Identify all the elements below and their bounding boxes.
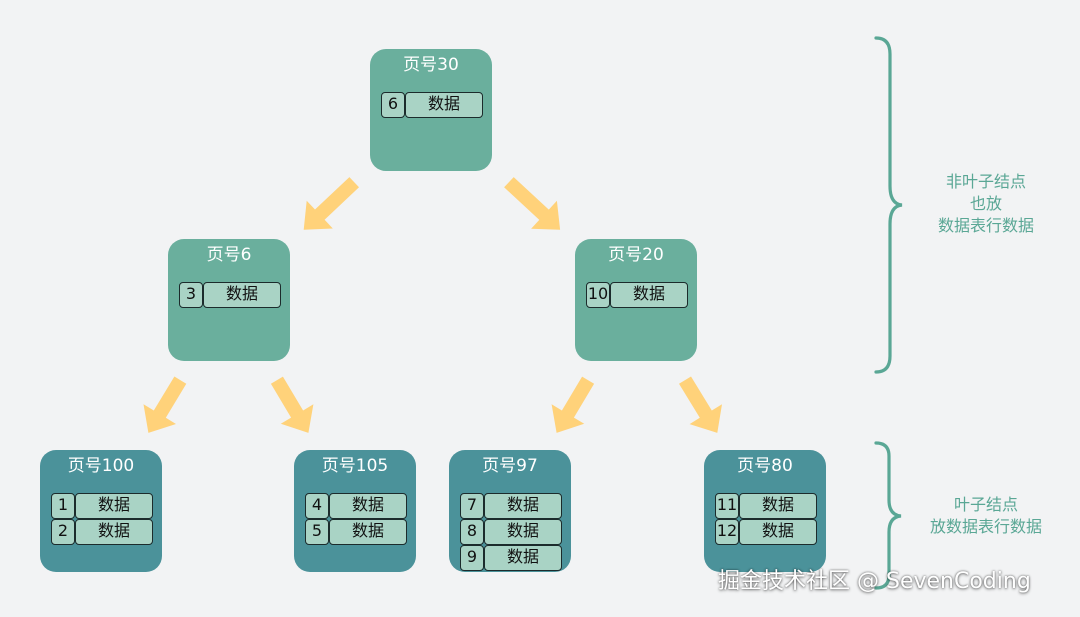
arrow	[270, 376, 314, 433]
node-title: 页号30	[403, 55, 459, 75]
row-data: 数据	[405, 92, 483, 118]
node-title: 页号97	[482, 456, 538, 476]
watermark: 掘金技术社区 @ SevenCoding	[718, 569, 1031, 594]
row-key: 11	[715, 493, 739, 519]
arrow	[504, 177, 561, 230]
row-key: 1	[51, 493, 75, 519]
row-data: 数据	[329, 519, 407, 545]
row-data: 数据	[484, 493, 562, 519]
row-data: 数据	[484, 519, 562, 545]
arrow	[143, 376, 187, 433]
row-key: 9	[460, 545, 484, 571]
row-data: 数据	[203, 282, 281, 308]
arrow	[679, 376, 722, 433]
non-leaf-label: 非叶子结点 也放 数据表行数据	[908, 171, 1064, 237]
leaf-label-line: 叶子结点	[953, 495, 1018, 514]
leaf-brace	[874, 441, 902, 590]
row-data: 数据	[610, 282, 688, 308]
node-title: 页号80	[737, 456, 793, 476]
row-key: 10	[586, 282, 610, 308]
row-key: 5	[305, 519, 329, 545]
row-data: 数据	[739, 493, 817, 519]
non-leaf-label-line: 数据表行数据	[937, 216, 1034, 235]
leaf-label-line: 放数据表行数据	[929, 517, 1042, 536]
non-leaf-label-line: 也放	[969, 194, 1002, 213]
node-title: 页号100	[67, 456, 135, 476]
node-title: 页号20	[608, 245, 664, 265]
row-data: 数据	[739, 519, 817, 545]
row-data: 数据	[75, 493, 153, 519]
row-key: 2	[51, 519, 75, 545]
row-key: 6	[381, 92, 405, 118]
row-data: 数据	[329, 493, 407, 519]
node-title: 页号105	[321, 456, 389, 476]
arrow	[303, 177, 359, 230]
row-key: 4	[305, 493, 329, 519]
row-key: 7	[460, 493, 484, 519]
node-title: 页号6	[206, 245, 252, 265]
leaf-label: 叶子结点 放数据表行数据	[908, 494, 1064, 538]
row-key: 3	[179, 282, 203, 308]
non-leaf-label-line: 非叶子结点	[945, 172, 1026, 191]
row-data: 数据	[75, 519, 153, 545]
arrow	[551, 376, 595, 433]
row-data: 数据	[484, 545, 562, 571]
row-key: 12	[715, 519, 739, 545]
non-leaf-brace	[874, 36, 903, 374]
row-key: 8	[460, 519, 484, 545]
